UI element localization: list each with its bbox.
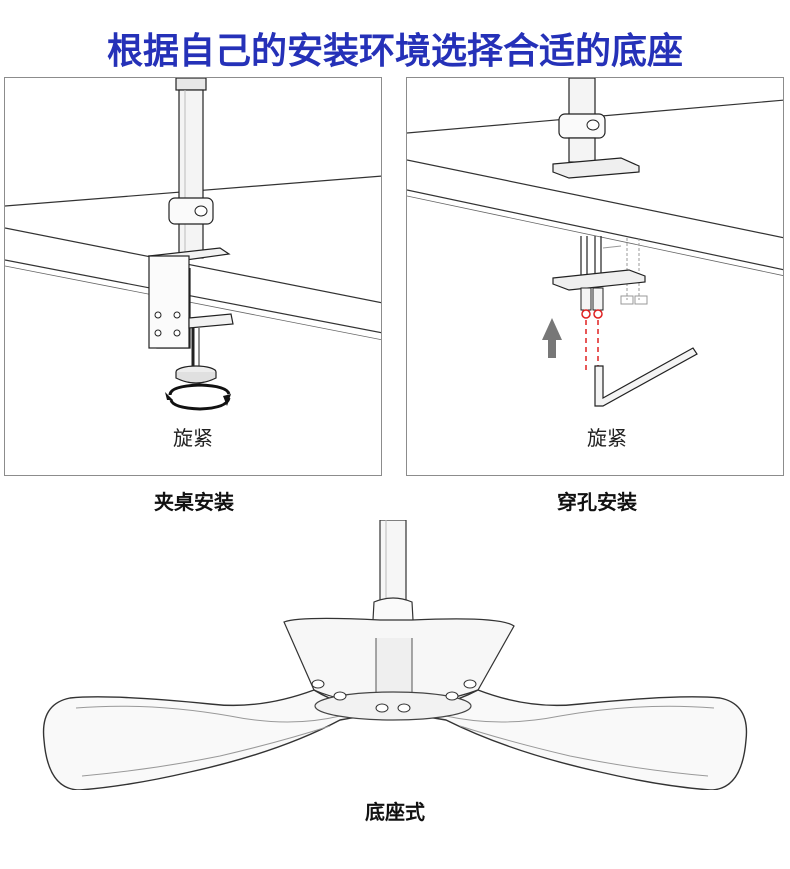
grommet-mount-panel (406, 77, 784, 476)
page-title: 根据自己的安装环境选择合适的底座 (106, 31, 683, 72)
base-mount-caption: 底座式 (365, 800, 425, 824)
clamp-mount-illustration (5, 78, 381, 411)
desk-base-illustration (42, 520, 748, 790)
grommet-tighten-label: 旋紧 (587, 426, 627, 450)
grommet-mount-caption: 穿孔安装 (557, 490, 637, 514)
clamp-mount-panel (4, 77, 382, 476)
grommet-mount-illustration (407, 78, 783, 407)
clamp-tighten-label: 旋紧 (173, 426, 213, 450)
clamp-mount-caption: 夹桌安装 (154, 490, 234, 514)
